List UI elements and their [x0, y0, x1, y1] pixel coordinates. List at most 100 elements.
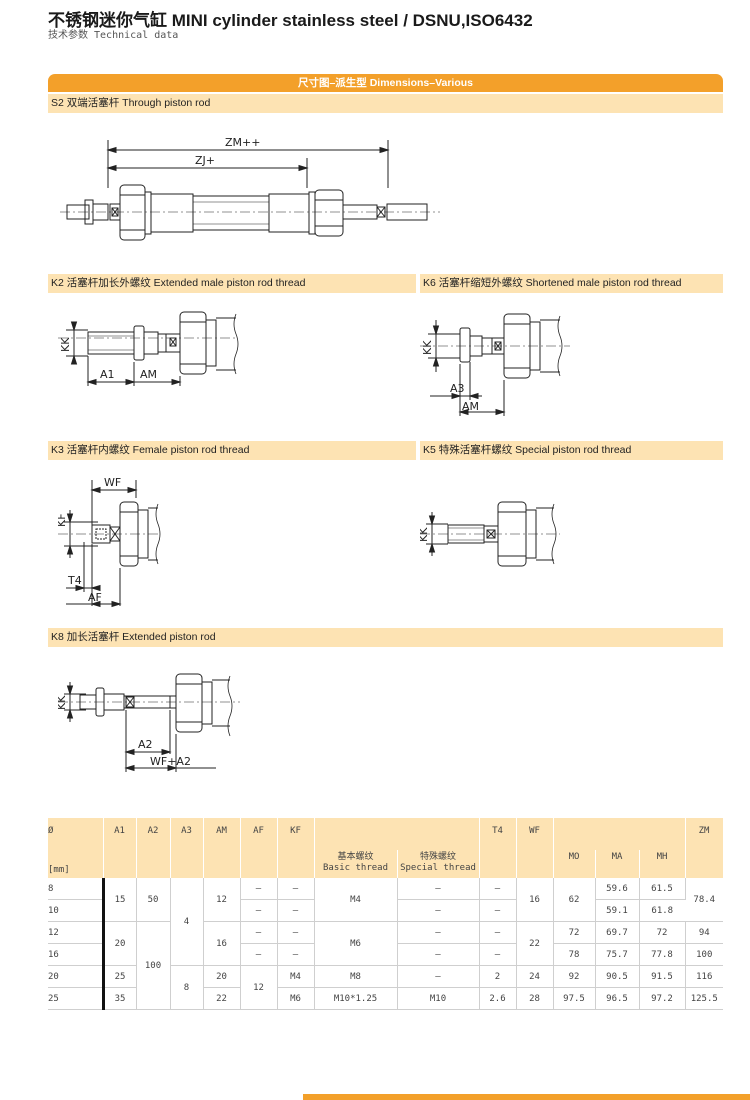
figure-s2-through-rod: ZM++ ZJ+ — [55, 130, 455, 255]
cell-basic: M4 — [314, 878, 398, 922]
cell-wf: 28 — [516, 987, 554, 1010]
cell-kf: – — [277, 878, 315, 900]
cell-kf: – — [277, 899, 315, 922]
cell-kf: – — [277, 921, 315, 944]
table-row: 10 – – – – 59.1 61.8 — [48, 899, 723, 922]
cell-a2: 100 — [136, 921, 171, 1010]
cell-a1: 25 — [103, 965, 137, 988]
dim-label-a3: A3 — [450, 382, 465, 395]
header-m-group — [553, 818, 686, 850]
cell-mo: 72 — [553, 921, 596, 944]
cell-wf: 16 — [516, 878, 554, 922]
header-zm: ZM — [685, 818, 724, 878]
dim-label-a2: A2 — [138, 738, 153, 751]
cell-kf: M6 — [277, 987, 315, 1010]
footer-accent-bar — [303, 1094, 750, 1100]
table-row: 20 25 8 20 12 M4 M8 – 2 24 92 90.5 91.5 … — [48, 965, 724, 1010]
cell-zm: 100 — [685, 943, 724, 966]
dim-label-a1: A1 — [100, 368, 115, 381]
figure-k5-special-thread: KK — [420, 490, 570, 580]
header-a2: A2 — [136, 818, 171, 878]
cell-t4: – — [479, 921, 517, 944]
header-basic-thread: 基本螺纹 Basic thread — [314, 850, 398, 878]
cell-special: – — [397, 965, 480, 988]
header-a3: A3 — [170, 818, 204, 878]
cell-t4: – — [479, 943, 517, 966]
cell-basic: M10*1.25 — [314, 987, 398, 1010]
cell-t4: – — [479, 878, 517, 900]
header-a1: A1 — [103, 818, 137, 878]
cell-ma: 59.1 — [595, 899, 640, 922]
cell-zm: 125.5 — [685, 987, 724, 1010]
section-k5-header: K5 特殊活塞杆螺纹 Special piston rod thread — [420, 441, 723, 460]
header-af: AF — [240, 818, 278, 878]
dim-label-kk: KK — [420, 527, 430, 542]
cell-a1: 20 — [103, 921, 137, 966]
cell-mo: 78 — [553, 943, 596, 966]
cell-special: M10 — [397, 987, 480, 1010]
table-row: 8 15 50 4 12 – – M4 – – 16 62 59.6 61.5 … — [48, 878, 724, 966]
cell-mh: 72 — [639, 921, 686, 944]
dim-label-kf: KF — [58, 513, 68, 527]
header-am: AM — [203, 818, 241, 878]
header-dia: Ø — [48, 818, 104, 850]
dim-label-kk: KK — [58, 695, 68, 710]
cell-ma: 90.5 — [595, 965, 640, 988]
cell-ma: 75.7 — [595, 943, 640, 966]
dim-label-kk: KK — [59, 337, 72, 352]
cell-basic: M6 — [314, 921, 398, 966]
cell-a3: 4 — [170, 878, 204, 966]
cell-basic: M8 — [314, 965, 398, 988]
dim-label-kk: KK — [421, 340, 434, 355]
cell-am: 22 — [203, 987, 241, 1010]
header-unit: [mm] — [48, 850, 104, 878]
cell-mo: 62 — [553, 878, 596, 922]
cell-wf: 24 — [516, 965, 554, 988]
cell-ma: 69.7 — [595, 921, 640, 944]
dim-label-af: AF — [88, 591, 102, 604]
section-k6-header: K6 活塞杆缩短外螺纹 Shortened male piston rod th… — [420, 274, 723, 293]
cell-a3: 8 — [170, 965, 204, 1010]
cell-special: – — [397, 943, 480, 966]
cell-dia: 10 — [48, 899, 105, 922]
dim-label-wf-a2: WF+A2 — [150, 755, 191, 768]
figure-k2-extended-male-thread: KK A1 AM — [58, 300, 248, 390]
header-t4: T4 — [479, 818, 517, 878]
dimensions-table: Ø A1 A2 A3 AM AF KF T4 WF ZM [mm] 基本螺纹 B… — [48, 818, 724, 1010]
cell-zm: 94 — [685, 921, 724, 944]
cell-dia: 16 — [48, 943, 105, 966]
cell-mh: 97.2 — [639, 987, 686, 1010]
cell-special: – — [397, 899, 480, 922]
cell-a2: 50 — [136, 878, 171, 922]
header-special-thread: 特殊螺纹 Special thread — [397, 850, 480, 878]
section-k3-header: K3 活塞杆内螺纹 Female piston rod thread — [48, 441, 416, 460]
cell-ma: 59.6 — [595, 878, 640, 900]
cell-af: – — [240, 878, 278, 900]
cell-am: 20 — [203, 965, 241, 988]
cell-t4: 2.6 — [479, 987, 517, 1010]
cell-mo: 92 — [553, 965, 596, 988]
cell-a1: 15 — [103, 878, 137, 922]
dim-label-am: AM — [462, 400, 479, 413]
cell-a1: 35 — [103, 987, 137, 1010]
cell-af: – — [240, 899, 278, 922]
header-kf: KF — [277, 818, 315, 878]
figure-k6-shortened-male-thread: KK A3 AM — [420, 300, 580, 420]
cell-mh: 91.5 — [639, 965, 686, 988]
cell-mh: 77.8 — [639, 943, 686, 966]
figure-k8-extended-rod: KK A2 WF+A2 — [58, 662, 248, 777]
cell-wf: 22 — [516, 921, 554, 966]
cell-mo: 97.5 — [553, 987, 596, 1010]
cell-special: – — [397, 921, 480, 944]
cell-dia: 8 — [48, 878, 105, 900]
section-k8-header: K8 加长活塞杆 Extended piston rod — [48, 628, 723, 647]
table-header-row: Ø A1 A2 A3 AM AF KF T4 WF ZM — [48, 818, 724, 878]
header-mh: MH — [639, 850, 686, 878]
figure-k3-female-thread: WF KF T4 AF — [58, 470, 168, 610]
header-ma: MA — [595, 850, 640, 878]
cell-dia: 12 — [48, 921, 105, 944]
header-mo: MO — [553, 850, 596, 878]
table-row: 12 20 100 16 – – M6 – – 22 72 69.7 72 94 — [48, 921, 724, 1010]
cell-af: – — [240, 921, 278, 944]
dim-label-wf: WF — [104, 476, 121, 489]
